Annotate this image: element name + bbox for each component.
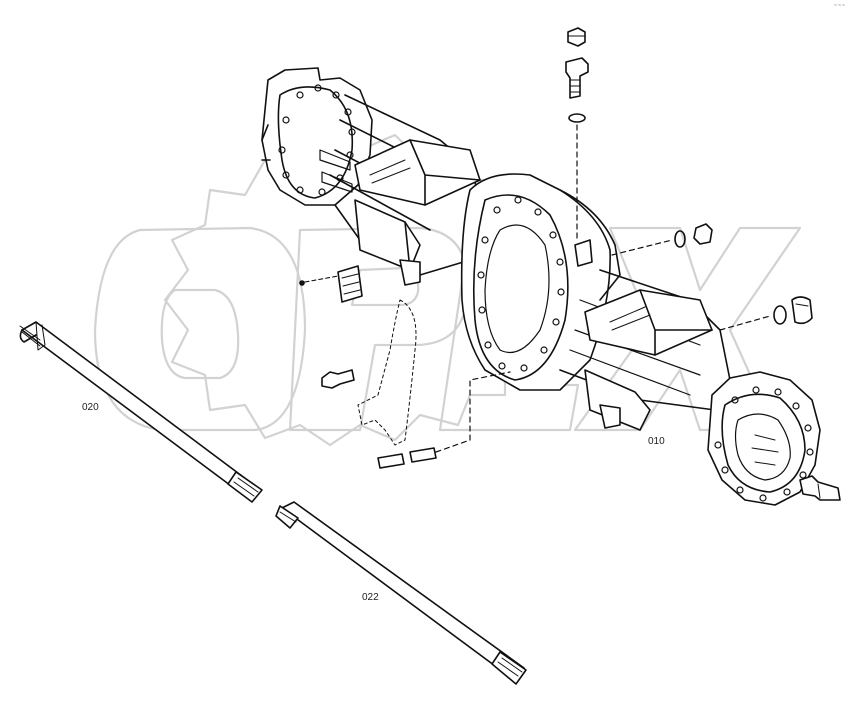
gasket-outline	[357, 299, 417, 446]
center-small-parts	[299, 265, 511, 469]
right-flange-bolt-holes	[714, 386, 814, 502]
plug-lower	[791, 296, 813, 325]
callout-022: 022	[362, 592, 379, 603]
side-bolt	[799, 475, 841, 501]
dowel-pin-left	[377, 453, 405, 469]
left-spring-pad	[354, 139, 481, 206]
plug-upper	[693, 223, 713, 245]
breather-assembly	[565, 27, 589, 241]
center-flange-bolt-holes	[477, 196, 565, 372]
dowel-pin-right	[409, 447, 437, 463]
hex-bolt	[321, 369, 355, 389]
right-hub-flange	[707, 371, 821, 506]
axle-shaft-long	[19, 321, 263, 503]
plug-washer-upper	[674, 230, 686, 248]
callout-010: 010	[648, 436, 665, 447]
axle-housing	[261, 67, 821, 506]
corner-mark: ~~~	[833, 3, 846, 9]
breather-cap	[567, 27, 586, 47]
right-side-plugs	[611, 223, 841, 501]
breather-washer	[568, 113, 586, 123]
plug-washer-lower	[773, 305, 787, 325]
axle-shaft-short	[275, 501, 527, 685]
left-flange-bolt-holes	[278, 84, 356, 196]
left-hub-flange	[261, 67, 373, 206]
callout-020: 020	[82, 402, 99, 413]
rivet	[299, 280, 305, 286]
